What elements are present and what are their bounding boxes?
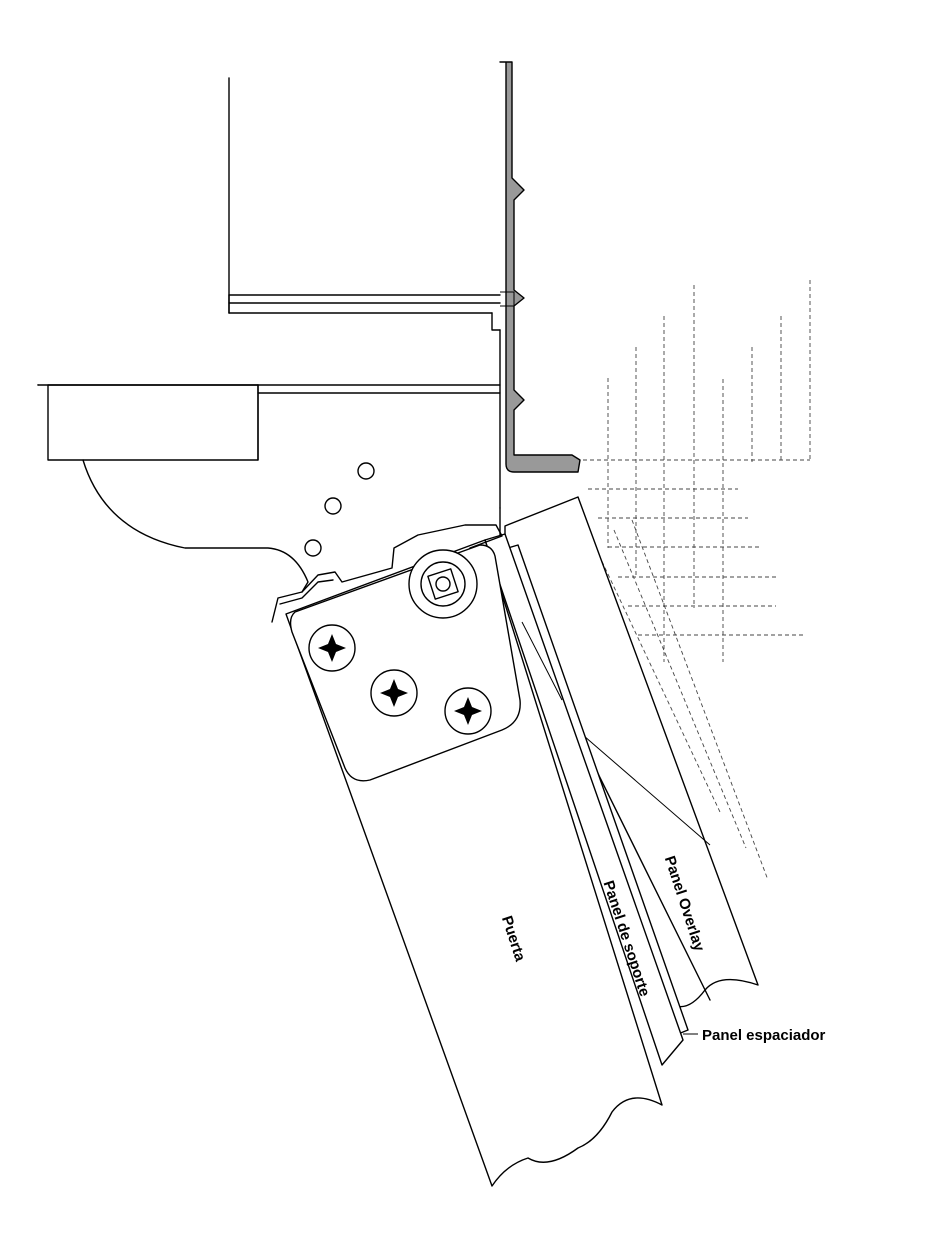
screw-2 — [371, 670, 417, 716]
hole-1 — [358, 463, 374, 479]
mounting-bracket — [500, 62, 580, 472]
screw-1 — [309, 625, 355, 671]
cabinet-frame — [38, 78, 500, 508]
screw-3 — [445, 688, 491, 734]
label-spacer-panel: Panel espaciador — [702, 1027, 825, 1044]
hole-2 — [325, 498, 341, 514]
hole-3 — [305, 540, 321, 556]
